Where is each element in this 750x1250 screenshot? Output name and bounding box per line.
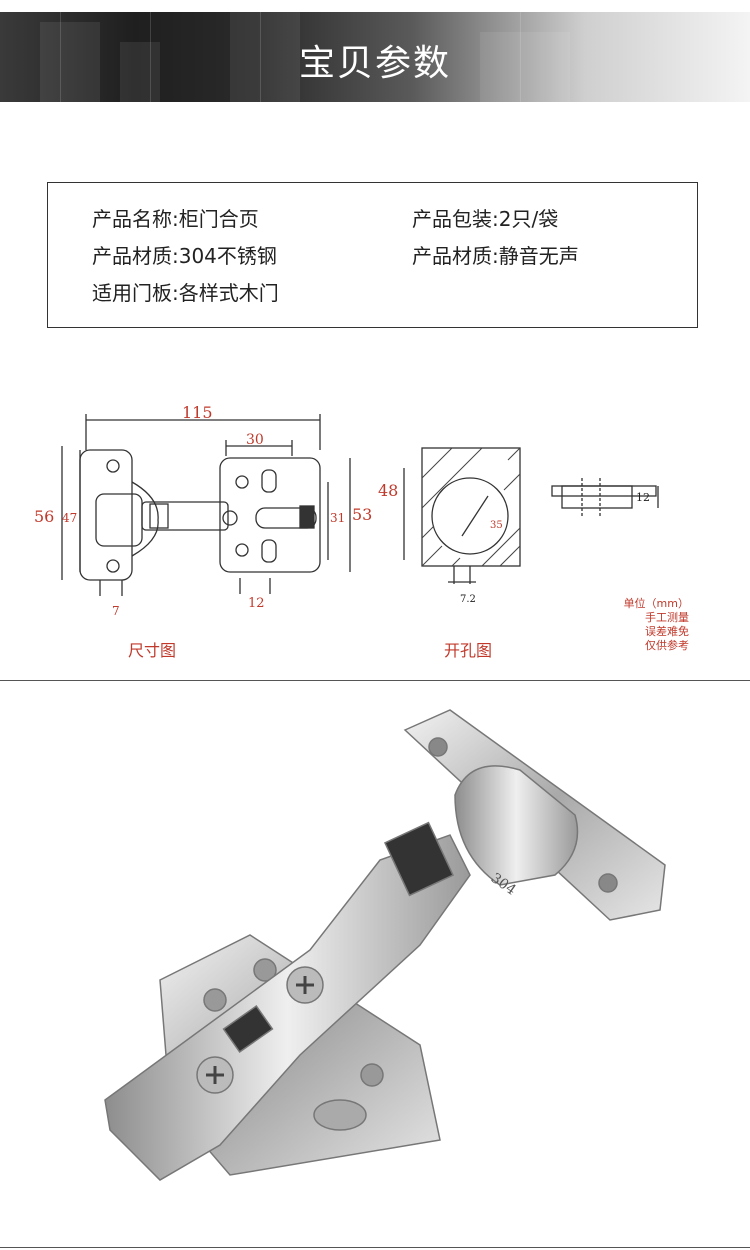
spec-material: 产品材质:304不锈钢	[92, 244, 277, 268]
spec-feature: 产品材质:静音无声	[412, 244, 579, 268]
dim-53: 53	[352, 505, 372, 524]
bottom-divider	[0, 1247, 750, 1248]
hinge-photo: 304	[104, 709, 666, 1181]
dim-48: 48	[378, 481, 398, 500]
spec-box: 产品名称:柜门合页 产品包装:2只/袋 产品材质:304不锈钢 产品材质:静音无…	[47, 182, 698, 328]
banner-title: 宝贝参数	[298, 43, 451, 84]
dim-7: 7	[112, 604, 120, 618]
technical-drawing: 115 30 56 47 31 53 7 12 48 35 12 7.2	[34, 403, 659, 618]
dim-115: 115	[182, 403, 213, 422]
size-diagram-caption: 尺寸图	[128, 641, 177, 660]
dim-7-2: 7.2	[460, 594, 476, 605]
note-line1: 手工测量	[645, 611, 689, 624]
header-banner: 宝贝参数	[0, 12, 750, 102]
spec-door: 适用门板:各样式木门	[92, 281, 279, 305]
dim-cup-12: 12	[636, 491, 650, 504]
drill-diagram-caption: 开孔图	[444, 641, 493, 660]
note-line2: 误差难免	[645, 625, 689, 638]
dim-47: 47	[62, 511, 77, 525]
note-unit: 单位（mm）	[623, 597, 689, 610]
building-silhouette	[40, 22, 100, 102]
dim-30: 30	[246, 432, 264, 448]
measurement-note: 单位（mm） 手工测量 误差难免 仅供参考	[600, 597, 689, 653]
dim-12: 12	[248, 596, 265, 611]
spec-package: 产品包装:2只/袋	[412, 207, 559, 231]
building-silhouette	[480, 32, 570, 102]
section-divider	[0, 680, 750, 681]
building-silhouette	[230, 12, 300, 102]
dim-35: 35	[490, 520, 503, 531]
spec-name: 产品名称:柜门合页	[92, 207, 259, 231]
dim-31: 31	[330, 511, 345, 525]
building-silhouette	[120, 42, 160, 102]
dim-56: 56	[34, 507, 54, 526]
note-line3: 仅供参考	[645, 639, 689, 652]
